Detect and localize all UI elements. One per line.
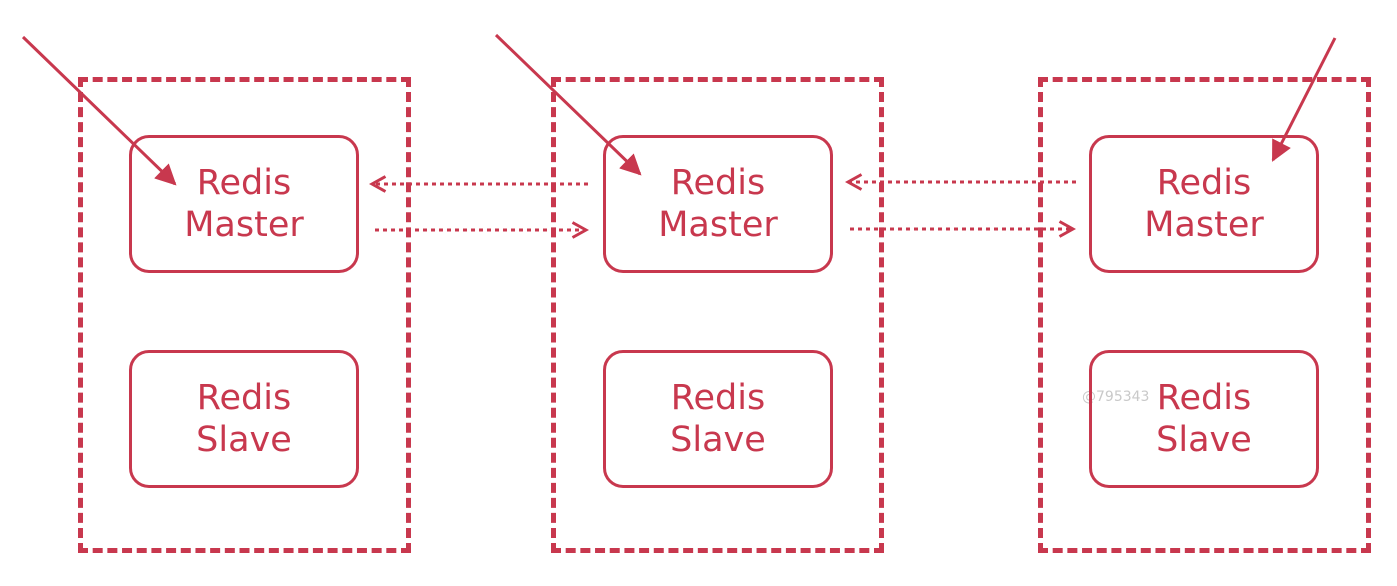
shard-2-slave-node: Redis Slave (603, 350, 833, 488)
shard-3-container (1038, 77, 1371, 553)
shard-1-slave-line2: Slave (196, 420, 292, 460)
client-arrow-shard-2 (494, 33, 642, 176)
shard-2-container (551, 77, 884, 553)
shard-1-slave-line1: Redis (196, 378, 292, 418)
shard-1-container (78, 77, 411, 553)
shard-2-slave-line2: Slave (670, 420, 766, 460)
shard-2-slave-line1: Redis (670, 378, 766, 418)
client-arrow-shard-3 (1271, 37, 1337, 162)
shard-3-master-line1: Redis (1156, 163, 1252, 203)
shard-3-master-line2: Master (1144, 205, 1264, 245)
watermark-text: @795343 (1082, 389, 1150, 405)
shard-2-master-line1: Redis (670, 163, 766, 203)
shard-1-master-node: Redis Master (129, 135, 359, 273)
shard-3-slave-node: Redis Slave (1089, 350, 1319, 488)
client-arrow-shard-1 (21, 35, 177, 186)
shard-1-master-line2: Master (184, 205, 304, 245)
shard-3-slave-line1: Redis (1156, 378, 1252, 418)
shard-3-slave-line2: Slave (1156, 420, 1252, 460)
shard-1-slave-node: Redis Slave (129, 350, 359, 488)
shard-2-master-line2: Master (658, 205, 778, 245)
shard-1-master-line1: Redis (196, 163, 292, 203)
